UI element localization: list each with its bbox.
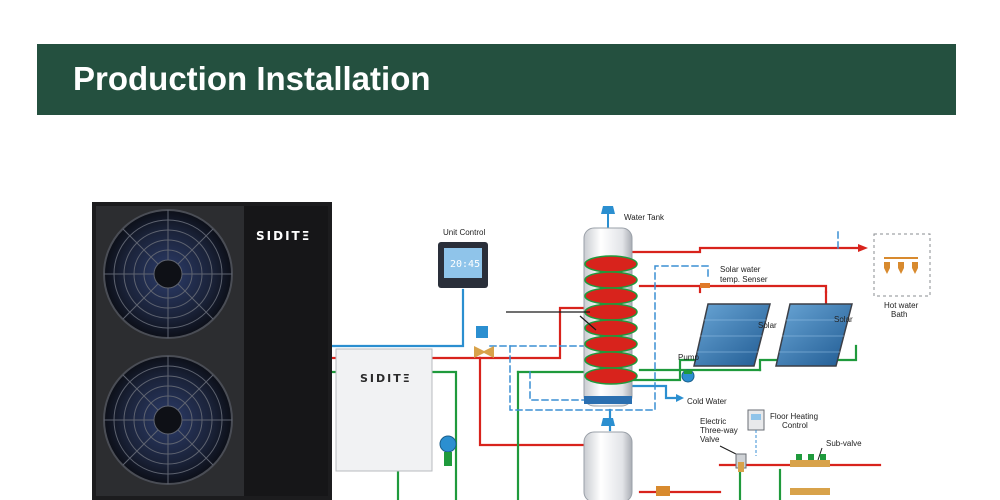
three-way-valve: Electric Three-way Valve: [700, 417, 747, 472]
solar-panel-1-label: Solar: [758, 321, 777, 330]
unit-control-display: 20:45: [450, 259, 480, 270]
three-way-valve-label-line3: Valve: [700, 435, 720, 444]
heat-pump-brand: SIDITΞ: [256, 229, 311, 243]
pump-label: Pump: [678, 353, 699, 362]
hot-water-bath: Hot water Bath: [873, 233, 931, 319]
solar-sensor-label-line2: temp. Senser: [720, 275, 768, 284]
water-tank: Water Tank: [506, 206, 665, 407]
three-way-valve-label-line2: Three-way: [700, 426, 738, 435]
floor-heating-control: Floor Heating Control: [747, 409, 818, 456]
pump-icon: [439, 435, 457, 466]
indoor-unit-brand: SIDITΞ: [360, 372, 412, 385]
floor-heating-label-line1: Floor Heating: [770, 412, 818, 421]
solar-panel: Solar: [775, 303, 853, 367]
solar-panel-2-label: Solar: [834, 315, 853, 324]
cold-water-arrow-icon: [676, 394, 684, 402]
tank-valve-icon: [601, 206, 615, 214]
solar-sensor: Solar water temp. Senser: [700, 265, 768, 288]
floor-heating-label-line2: Control: [782, 421, 808, 430]
three-way-valve-label-line1: Electric: [700, 417, 726, 426]
unit-control: Unit Control 20:45: [438, 228, 488, 288]
buffer-tank: [583, 418, 633, 500]
fan-icon: [103, 209, 233, 339]
cold-water-label: Cold Water: [687, 397, 727, 406]
solar-sensor-label-line1: Solar water: [720, 265, 761, 274]
indoor-unit: SIDITΞ: [335, 348, 433, 472]
fan-icon: [103, 355, 233, 485]
page-title: Production Installation: [73, 60, 431, 97]
water-tank-label: Water Tank: [624, 213, 665, 222]
heat-pump-unit: SIDITΞ: [92, 202, 332, 500]
cold-water-inlet: Cold Water: [676, 394, 727, 406]
shower-icon: [884, 262, 918, 274]
heating-coil: [584, 255, 638, 385]
header-banner: Production Installation: [37, 44, 956, 115]
valve-icon: [474, 326, 494, 358]
sub-valve-label: Sub-valve: [826, 439, 862, 448]
hot-water-bath-label-line1: Hot water: [884, 301, 919, 310]
sub-valve-manifold: Sub-valve: [656, 439, 862, 496]
flow-arrow-icon: [858, 244, 868, 252]
solar-pump: Pump: [678, 353, 699, 383]
solar-panel: Solar: [693, 303, 777, 367]
hot-water-bath-label-line2: Bath: [891, 310, 907, 319]
unit-control-label: Unit Control: [443, 228, 485, 237]
